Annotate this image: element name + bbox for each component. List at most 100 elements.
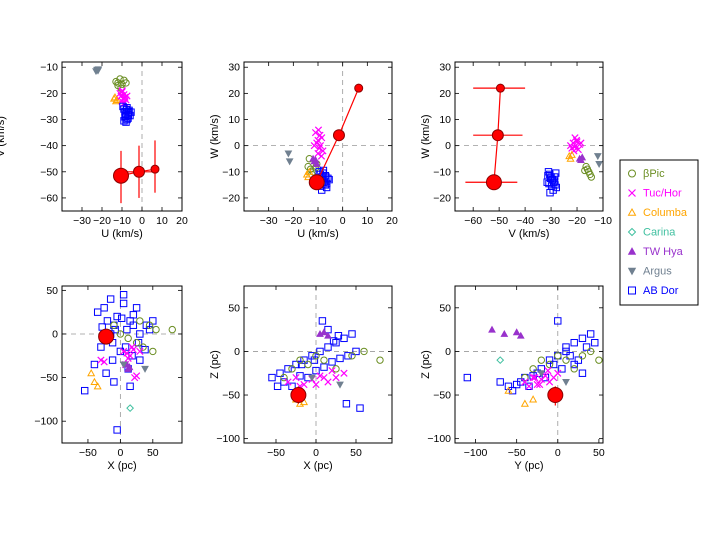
x-tick-label: −30 [542,215,560,227]
x-tick-label: 50 [593,447,605,459]
point-ABDor [463,373,472,382]
series-TucHor [566,134,585,155]
point-bPic [110,321,118,329]
x-tick-label: −20 [284,215,302,227]
x-tick-label: 0 [340,215,346,227]
point-TucHor [100,358,108,366]
point-TWHya-shape [320,328,328,336]
point-TucHor [570,147,578,155]
point-ABDor-shape [81,386,89,395]
point-Argus-shape [141,365,149,373]
x-tick-label: −100 [464,447,488,459]
y-tick-label: −30 [40,114,58,126]
legend-marker-TWHya [627,247,637,255]
point-ABDor [591,338,599,347]
point-TucHor-shape [525,382,533,390]
point-bPic [545,360,554,369]
point-bPic [376,356,384,364]
point-ABDor-shape [90,360,99,369]
point-ABDor [496,378,504,386]
point-ABDor-shape [558,365,566,373]
point-ABDor [93,308,102,316]
point-Argus [141,365,149,373]
point-TucHor [533,380,541,389]
point-TucHor-shape [574,145,582,154]
point-bPic [306,165,315,173]
point-bPic-shape [112,77,120,86]
point-ABDor-shape [586,330,595,338]
point-TucHor-shape [100,358,108,366]
point-ABDor [578,334,587,343]
point-ABDor [356,404,364,412]
series-Argus [92,66,103,76]
series-ABDor [543,168,560,197]
point-TucHor [300,380,308,389]
legend-marker-bPic-shape [628,169,636,178]
x-tick-label: −10 [594,215,612,227]
point-ABDor-shape [582,343,591,351]
legend-marker-Columba [627,207,637,216]
point-ABDor [554,317,562,325]
point-ABDor [136,330,144,338]
point-TucHor-shape [340,369,348,377]
y-tick-label: −50 [433,390,451,402]
point-TucHor [571,134,579,142]
point-TucHor [328,366,336,375]
point-ABDor-shape [591,338,599,347]
point-ABDor [582,343,591,351]
point-bPic [288,365,296,373]
series-Columba [504,386,538,407]
point-ABDor-shape [545,356,554,364]
y-tick-label: 20 [228,88,240,100]
point-ABDor [342,400,351,408]
point-ABDor [296,372,304,380]
point-ABDor-shape [103,317,112,325]
x-axis-label: U (km/s) [297,228,339,240]
x-tick-label: −30 [73,215,91,227]
highlight-objects [113,140,160,204]
point-Columba-shape [305,167,314,175]
point-Columba [304,172,313,181]
point-TWHya [125,363,134,371]
point-ABDor [100,304,108,312]
point-ABDor [512,380,521,389]
point-ABDor-shape [123,325,131,334]
point-bPic [537,356,546,364]
point-bPic-shape [132,338,141,347]
point-bPic [116,75,124,83]
point-Columba [529,395,538,403]
point-Columba [87,368,96,377]
point-bPic [595,356,603,364]
point-ABDor-shape [517,378,525,386]
point-TucHor [566,142,575,150]
series-ABDor [268,317,364,412]
highlight-objects [290,386,307,404]
point-TucHor-shape [544,366,552,375]
point-ABDor [570,338,578,347]
point-ABDor-shape [132,304,141,312]
point-bPic [360,347,368,356]
point-ABDor [110,378,118,386]
point-bPic-shape [306,165,315,173]
point-TWHya [488,325,496,333]
point-Argus-shape [562,378,570,386]
series-Columba [87,368,102,390]
point-TucHor [284,378,292,386]
point-ABDor-shape [508,386,517,395]
point-Columba [305,167,314,175]
point-TucHor [310,142,318,150]
series-ABDor [119,102,135,126]
point-ABDor [97,343,105,351]
point-bPic [296,356,304,364]
point-ABDor-shape [136,330,144,338]
point-ABDor [126,382,134,391]
point-TucHor [529,373,537,382]
point-ABDor-shape [129,311,138,319]
x-tick-label: 20 [176,215,188,227]
point-Argus-shape [537,370,546,378]
point-TucHor [314,136,322,145]
point-Columba [90,377,99,386]
point-TucHor [577,139,585,147]
